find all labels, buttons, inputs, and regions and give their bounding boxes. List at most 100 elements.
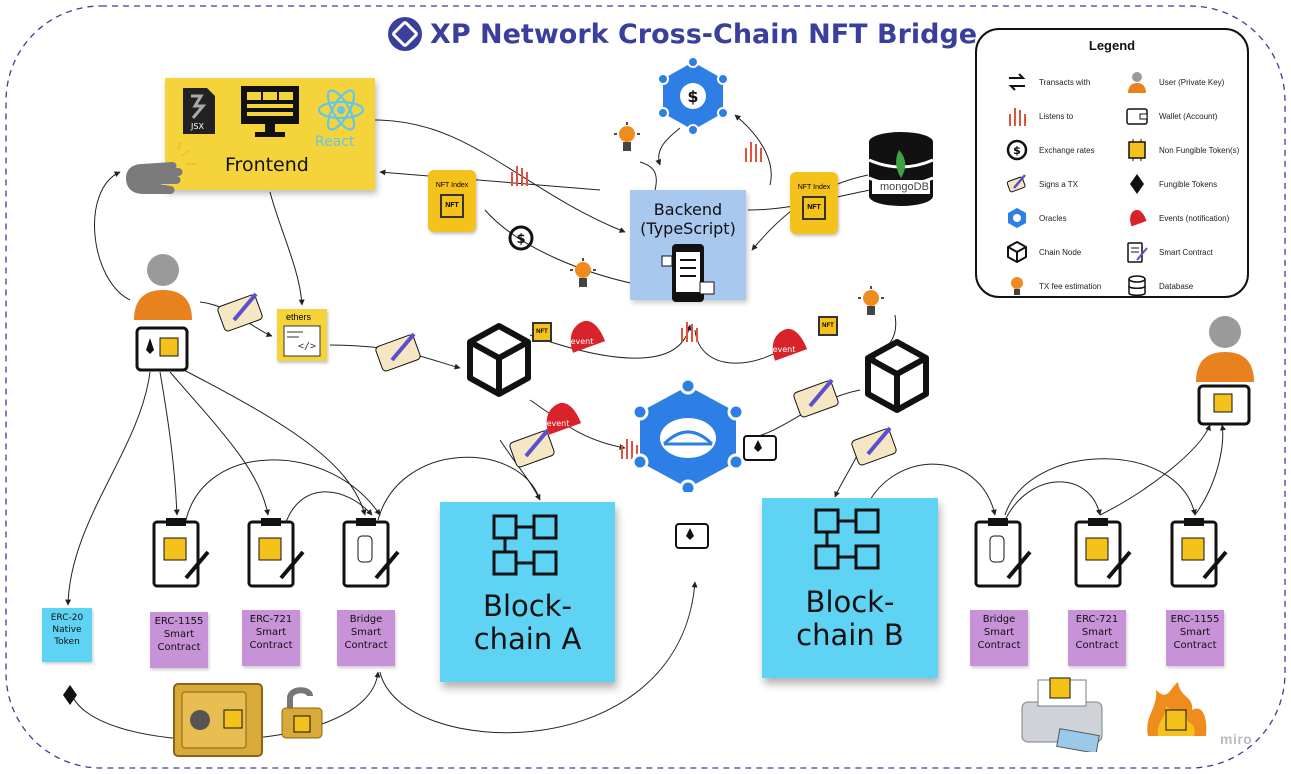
legend-label: Transacts with — [1039, 77, 1091, 87]
oracle-hexagon-icon — [1008, 208, 1026, 228]
exchange-rates-icon: $ — [508, 225, 534, 251]
clipboard-contract-icon — [1127, 242, 1148, 263]
legend-item-nft: Non Fungible Token(s) — [1125, 138, 1239, 162]
legend-item-smart-contract: Smart Contract — [1125, 240, 1213, 264]
legend-item-user: User (Private Key) — [1125, 70, 1224, 94]
legend-title: Legend — [1088, 38, 1136, 53]
event-bell-icon — [1130, 209, 1147, 227]
wallet-right-icon — [1197, 384, 1251, 426]
svg-text:$: $ — [516, 232, 525, 247]
event-label: event — [547, 419, 570, 428]
legend-label: Oracles — [1039, 213, 1067, 223]
event-bell-icon: event — [547, 402, 582, 435]
legend-item-exchange-rates: $ Exchange rates — [1005, 138, 1095, 162]
signs-tx-icon — [793, 378, 839, 418]
react-label: React — [315, 134, 355, 150]
database-icon — [868, 132, 934, 206]
user-left-icon — [134, 254, 192, 320]
svg-text:</>: </> — [298, 341, 316, 352]
bridge-contract-left: Bridge Smart Contract — [337, 610, 395, 666]
chain-node-a-icon — [467, 323, 531, 397]
erc721-contract-right: ERC-721 Smart Contract — [1068, 610, 1126, 666]
listens-hand-icon — [745, 142, 762, 162]
legend-item-database: Database — [1125, 274, 1193, 298]
listens-hand-icon — [511, 166, 528, 186]
touch-hand-icon — [126, 141, 196, 194]
nft-index-left: NFT Index NFT — [428, 170, 476, 232]
legend-label: Exchange rates — [1039, 145, 1095, 155]
ether-diamond-icon — [63, 685, 77, 705]
user-right-icon — [1196, 316, 1254, 382]
erc721-contract-left: ERC-721 Smart Contract — [242, 610, 300, 666]
nft-chip-icon: NFT — [802, 196, 826, 220]
tx-fee-lightbulb-icon — [858, 286, 884, 315]
legend-item-wallet: Wallet (Account) — [1125, 104, 1217, 128]
legend-label: Database — [1159, 281, 1194, 291]
unlocked-padlock-icon — [281, 687, 323, 739]
dollar-cycle-icon: $ — [1006, 139, 1028, 161]
miro-watermark: miro — [1220, 731, 1253, 747]
legend-item-transacts-with: Transacts with — [1005, 70, 1090, 94]
mobile-backend-icon — [661, 244, 715, 302]
bridge-oracle-icon — [631, 380, 745, 492]
chain-node-b-icon — [865, 339, 929, 413]
legend-item-signs-tx: Signs a TX — [1005, 172, 1078, 196]
legend-item-chain-node: Chain Node — [1005, 240, 1081, 264]
wallet-left-icon — [135, 326, 189, 372]
tx-fee-lightbulb-icon — [570, 258, 596, 287]
wallet-icon — [1126, 108, 1148, 125]
clipboard-contract-icon — [152, 518, 210, 588]
bridge-contract-right: Bridge Smart Contract — [970, 610, 1028, 666]
legend-item-tx-fee: TX fee estimation — [1005, 274, 1101, 298]
wallet-bridge-icon — [675, 523, 709, 549]
nft-chip-icon: NFT — [818, 316, 838, 336]
listens-hand-icon — [621, 439, 638, 459]
backend-label: Backend (TypeScript) — [640, 200, 736, 238]
signs-tx-icon — [375, 332, 421, 372]
listens-hand-icon — [681, 322, 698, 342]
frontend-sticky-note: JSX React Frontend — [165, 78, 375, 190]
xp-network-logo-icon — [388, 17, 422, 51]
legend-label: Smart Contract — [1159, 247, 1213, 257]
vault-safe-icon — [173, 683, 263, 757]
legend-label: Listens to — [1039, 111, 1074, 121]
clipboard-contract-icon — [974, 518, 1032, 588]
event-bell-icon: event — [571, 320, 606, 353]
blockchain-b-label: Block- chain B — [796, 585, 904, 652]
clipboard-contract-icon — [1074, 518, 1132, 588]
erc1155-contract-right: ERC-1155 Smart Contract — [1166, 610, 1224, 666]
backend-sticky-note: Backend (TypeScript) — [630, 190, 746, 302]
legend-item-oracles: Oracles — [1005, 206, 1067, 230]
legend-item-listens-to: Listens to — [1005, 104, 1073, 128]
nft-index-label: NFT Index — [435, 182, 469, 189]
listening-hand-icon — [1009, 108, 1026, 126]
frontend-label: Frontend — [225, 154, 309, 176]
clipboard-contract-icon — [247, 518, 305, 588]
blockchain-a-label: Block- chain A — [473, 589, 582, 656]
blockchain-blocks-icon — [814, 508, 880, 570]
erc1155-contract-left: ERC-1155 Smart Contract — [150, 612, 208, 668]
arrows-exchange-icon — [1008, 73, 1026, 91]
board-dashed-border — [5, 5, 1286, 769]
nft-chip-icon — [1128, 139, 1146, 161]
database-icon — [1128, 275, 1146, 296]
legend-item-fungible-tokens: Fungible Tokens — [1125, 172, 1217, 196]
page-title: XP Network Cross-Chain NFT Bridge — [430, 18, 978, 50]
erc20-native-token-sticky: ERC-20 Native Token — [42, 608, 92, 662]
signing-pen-icon — [1006, 174, 1026, 193]
jsx-file-icon — [183, 88, 215, 134]
user-icon — [1128, 72, 1146, 93]
nft-chip-icon: NFT — [440, 194, 464, 218]
react-logo-icon — [317, 89, 365, 131]
tx-fee-lightbulb-icon — [614, 122, 640, 151]
legend-label: Non Fungible Token(s) — [1159, 145, 1240, 155]
oracle-top-icon: $ — [657, 58, 729, 134]
blockchain-blocks-icon — [492, 514, 558, 576]
ethers-library-sticky: ethers </> — [277, 309, 327, 361]
event-label: event — [773, 345, 796, 354]
clipboard-contract-icon — [342, 518, 400, 588]
svg-text:$: $ — [687, 87, 698, 106]
ether-diamond-icon — [1130, 174, 1144, 194]
nft-index-right: NFT Index NFT — [790, 172, 838, 234]
